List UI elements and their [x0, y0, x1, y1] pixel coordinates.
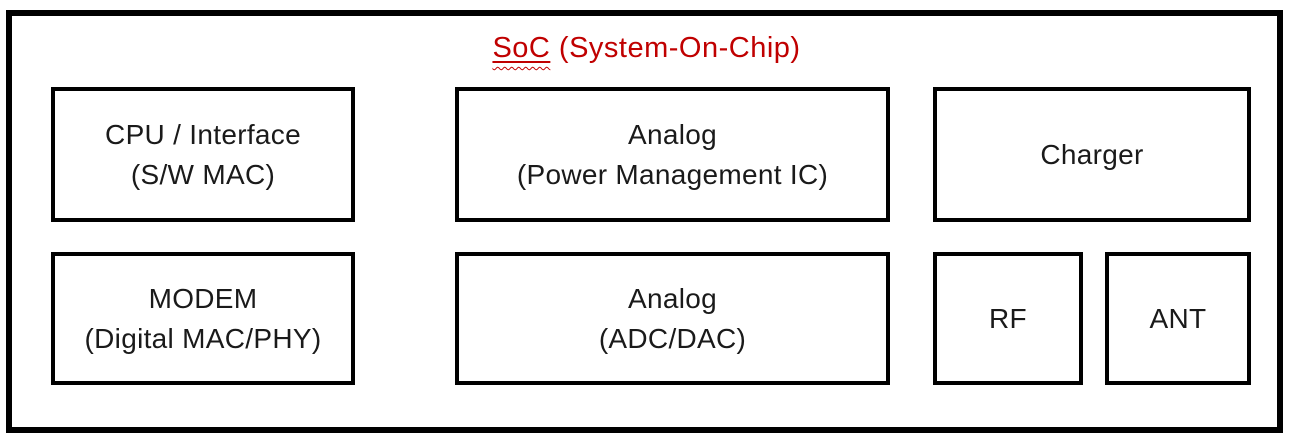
- block-label: Analog (Power Management IC): [517, 115, 828, 193]
- block-label: CPU / Interface (S/W MAC): [105, 115, 301, 193]
- block-label-line: CPU / Interface: [105, 119, 301, 151]
- block-analog-adc-dac: Analog (ADC/DAC): [455, 252, 890, 385]
- block-label-line: (ADC/DAC): [598, 322, 747, 354]
- block-label-line: Analog: [628, 119, 717, 151]
- block-modem: MODEM (Digital MAC/PHY): [51, 252, 355, 385]
- block-label-line: MODEM: [148, 283, 258, 315]
- block-label-line: Analog: [628, 283, 717, 315]
- block-rf: RF: [933, 252, 1083, 385]
- block-label: MODEM (Digital MAC/PHY): [85, 279, 322, 357]
- block-label-line: ANT: [1149, 302, 1207, 334]
- block-cpu-interface: CPU / Interface (S/W MAC): [51, 87, 355, 222]
- diagram-title: SoC (System-On-Chip): [0, 31, 1293, 66]
- block-ant: ANT: [1105, 252, 1251, 385]
- block-label-line: RF: [989, 302, 1027, 334]
- block-label: Analog (ADC/DAC): [599, 279, 746, 357]
- block-label: Charger: [1040, 135, 1143, 174]
- block-label: RF: [989, 299, 1027, 338]
- block-label-line: (Digital MAC/PHY): [84, 322, 322, 354]
- block-label-line: (Power Management IC): [516, 158, 829, 190]
- title-soc-text: SoC: [492, 32, 551, 64]
- title-soc-underlined: SoC: [492, 32, 550, 64]
- title-suffix-text: (System-On-Chip): [550, 32, 801, 64]
- block-charger: Charger: [933, 87, 1251, 222]
- block-label-line: Charger: [1040, 138, 1144, 170]
- block-label-line: (S/W MAC): [130, 158, 276, 190]
- block-label: ANT: [1150, 299, 1207, 338]
- block-analog-pmic: Analog (Power Management IC): [455, 87, 890, 222]
